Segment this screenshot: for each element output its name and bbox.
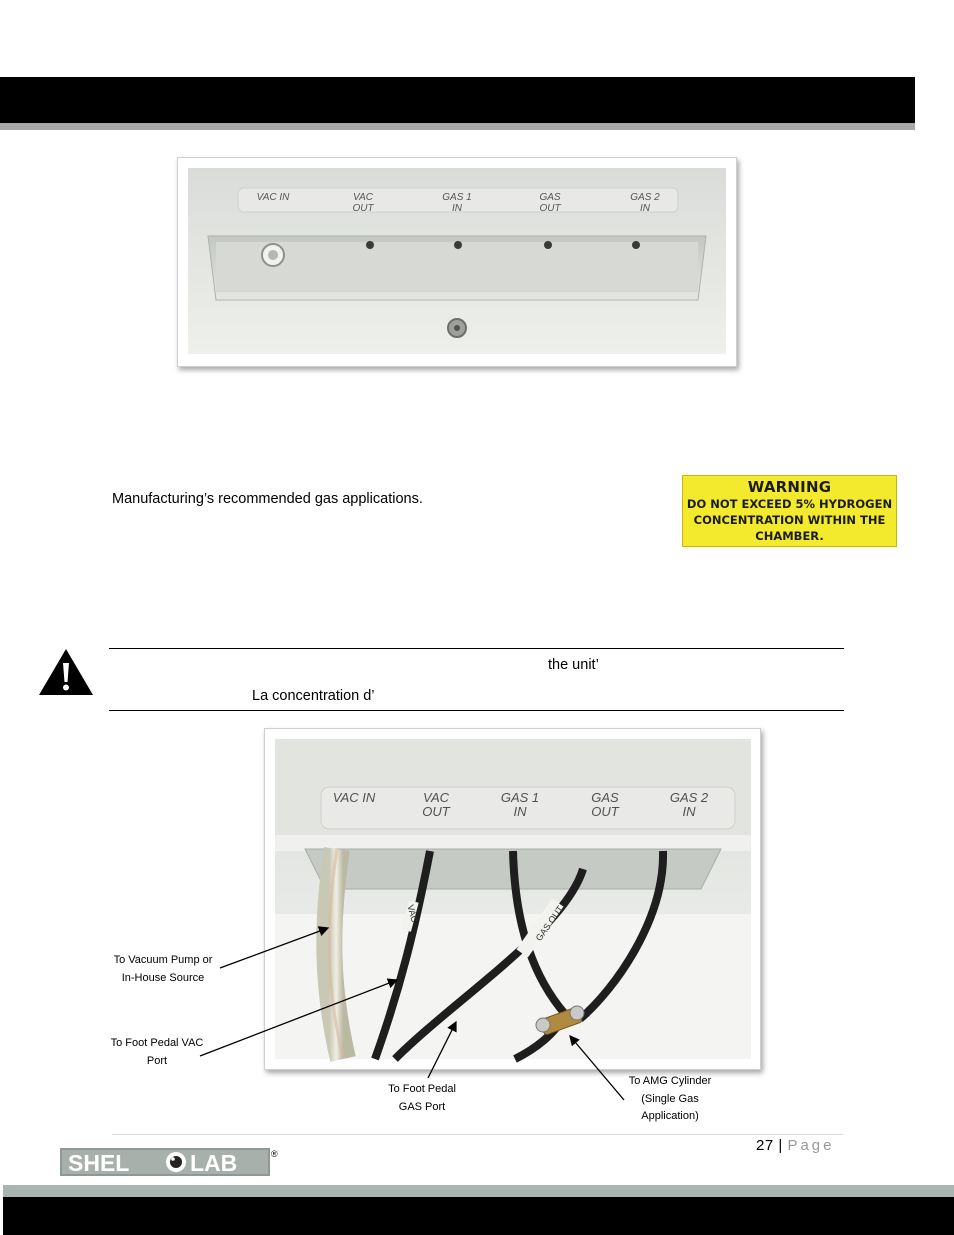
page-number-value: 27 (756, 1137, 774, 1154)
logo-mark: SHEL LAB ® (60, 1148, 278, 1176)
page-number: 27 | Page (756, 1137, 834, 1154)
hydrogen-warning-label: WARNING DO NOT EXCEED 5% HYDROGEN CONCEN… (682, 475, 897, 547)
port-label-gas-out: GAS OUT (591, 790, 619, 819)
warning-body: DO NOT EXCEED 5% HYDROGEN CONCENTRATION … (683, 496, 896, 545)
port-label-gas1-in: GAS 1 IN (500, 790, 540, 819)
shel-lab-logo: SHEL LAB ® (60, 1146, 280, 1178)
logo-text-shel: SHEL (68, 1150, 129, 1176)
warning-line-3: CHAMBER. (755, 529, 824, 543)
caution-text-french: La concentration d’ (252, 688, 375, 704)
caution-rule-bottom (109, 710, 844, 711)
page-word: Page (787, 1137, 835, 1154)
header-bar-shadow (0, 123, 915, 130)
caution-triangle-icon (39, 649, 93, 695)
registered-mark: ® (271, 1149, 278, 1159)
vac-in-fitting (261, 243, 285, 267)
page-number-separator: | (778, 1137, 783, 1154)
port-label-gas2-in: GAS 2 IN (630, 192, 660, 214)
port-label-gas2-in: GAS 2 IN (669, 790, 709, 819)
footer-band-gray (3, 1185, 954, 1197)
caution-text-english: the unit’ (548, 657, 599, 673)
port-label-vac-out: VAC OUT (422, 790, 450, 819)
callout-foot-pedal-gas: To Foot Pedal GAS Port (388, 1083, 456, 1113)
brass-tee-fitting (535, 1005, 585, 1036)
connection-panel-illustration (188, 168, 726, 354)
callout-amg-cylinder: To AMG Cylinder (Single Gas Application) (628, 1075, 712, 1122)
tubing-connections-photo: VAC IN VAC OUT GAS 1 IN GAS OUT GAS 2 IN… (264, 728, 761, 1070)
port-label-vac-in: VAC IN (332, 790, 376, 805)
warning-title: WARNING (747, 478, 832, 496)
callout-vacuum-pump: To Vacuum Pump or In-House Source (113, 954, 213, 984)
port-label-vac-in: VAC IN (256, 192, 290, 203)
footer-band-black (3, 1197, 954, 1235)
port-label-gas-out: GAS OUT (539, 192, 561, 214)
header-bar (0, 77, 915, 123)
tubing-illustration (275, 739, 751, 1063)
port-label-vac-out: VAC OUT (352, 192, 374, 214)
warning-line-2: CONCENTRATION WITHIN THE (693, 513, 886, 527)
callout-foot-pedal-vac: To Foot Pedal VAC Port (110, 1037, 204, 1067)
port-label-gas1-in: GAS 1 IN (442, 192, 472, 214)
caution-rule-top (109, 648, 844, 649)
footer-rule (112, 1134, 843, 1135)
warning-line-1: DO NOT EXCEED 5% HYDROGEN (686, 497, 893, 511)
connection-panel-photo: VAC IN VAC OUT GAS 1 IN GAS OUT GAS 2 IN (177, 157, 737, 367)
intro-paragraph: Manufacturing’s recommended gas applicat… (112, 491, 423, 507)
logo-text-lab: LAB (190, 1150, 237, 1176)
